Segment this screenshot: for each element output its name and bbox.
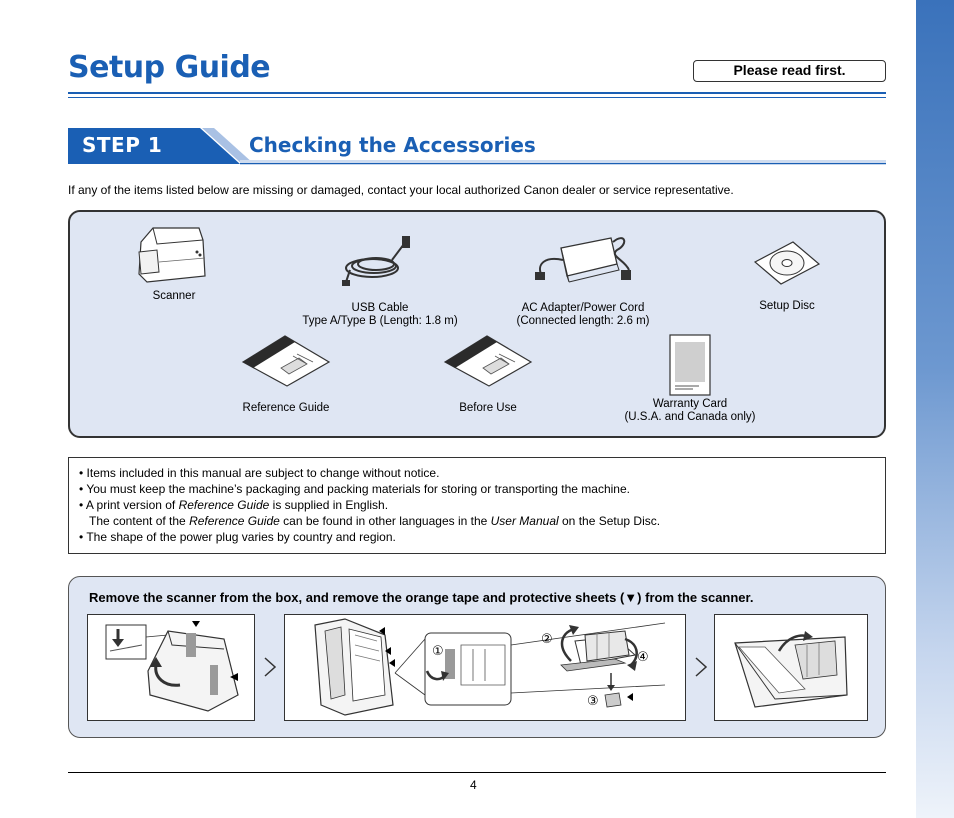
accessory-before-use: Before Use [428,332,548,415]
accessory-reference-guide: Reference Guide [220,332,352,415]
accessory-ac-adapter: AC Adapter/Power Cord (Connected length:… [498,230,668,328]
unboxing-illustration-1 [87,614,255,721]
step-marker-2: ② [541,631,553,646]
step-banner-graphic [68,128,886,165]
unboxing-illustration-3 [714,614,868,721]
step-header: STEP 1 Checking the Accessories [68,127,886,165]
page-number: 4 [470,778,477,792]
unboxing-box: Remove the scanner from the box, and rem… [68,576,886,738]
protective-sheets-illustration [314,618,666,716]
disc-icon [753,241,821,285]
manual-icon [443,335,533,387]
usb-cable-icon [342,236,410,286]
read-first-badge: Please read first. [693,60,886,82]
accessories-box: Scanner USB Cable Type A/Type B (Length:… [68,210,886,438]
accessory-usb-cable: USB Cable Type A/Type B (Length: 1.8 m) [285,230,475,328]
note-item-continued: The content of the Reference Guide can b… [89,514,661,528]
accessory-scanner: Scanner [122,222,226,303]
page-title: Setup Guide [68,50,271,85]
warranty-card-icon [669,334,711,396]
next-step-arrow-icon [695,657,707,677]
step-marker-3: ③ [587,693,599,708]
accessory-warranty-card: Warranty Card (U.S.A. and Canada only) [615,334,765,424]
manual-icon [241,335,331,387]
step-marker-1: ① [432,643,444,658]
title-rule [68,92,886,98]
notes-box: • Items included in this manual are subj… [68,457,886,554]
unboxing-instruction: Remove the scanner from the box, and rem… [89,590,754,605]
footer-rule [68,772,886,773]
scanner-tape-illustration [105,621,239,712]
note-item: • The shape of the power plug varies by … [79,530,396,544]
next-step-arrow-icon [264,657,276,677]
scanner-icon [138,227,206,283]
unboxing-illustration-2: ① ② ④ ③ [284,614,686,721]
note-item: • A print version of Reference Guide is … [79,498,389,512]
step-marker-4: ④ [637,649,649,664]
ac-adapter-icon [535,237,631,283]
step-title: Checking the Accessories [249,133,536,157]
note-item: • Items included in this manual are subj… [79,466,440,480]
accessory-setup-disc: Setup Disc [737,240,837,313]
step-label: STEP 1 [82,133,163,157]
scanner-closed-illustration [734,631,848,708]
side-color-bar [916,0,954,818]
note-item: • You must keep the machine’s packaging … [79,482,630,496]
intro-text: If any of the items listed below are mis… [68,183,734,197]
